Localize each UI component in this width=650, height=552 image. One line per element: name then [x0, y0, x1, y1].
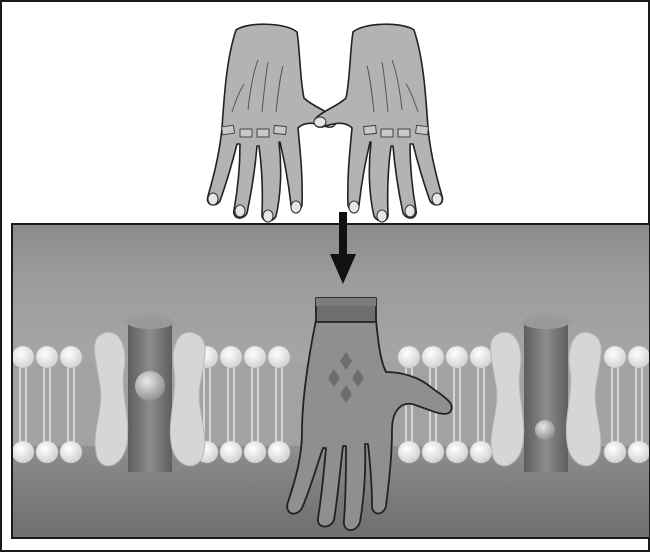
channel-protein-left — [95, 315, 206, 472]
channel-protein-right — [491, 315, 602, 472]
